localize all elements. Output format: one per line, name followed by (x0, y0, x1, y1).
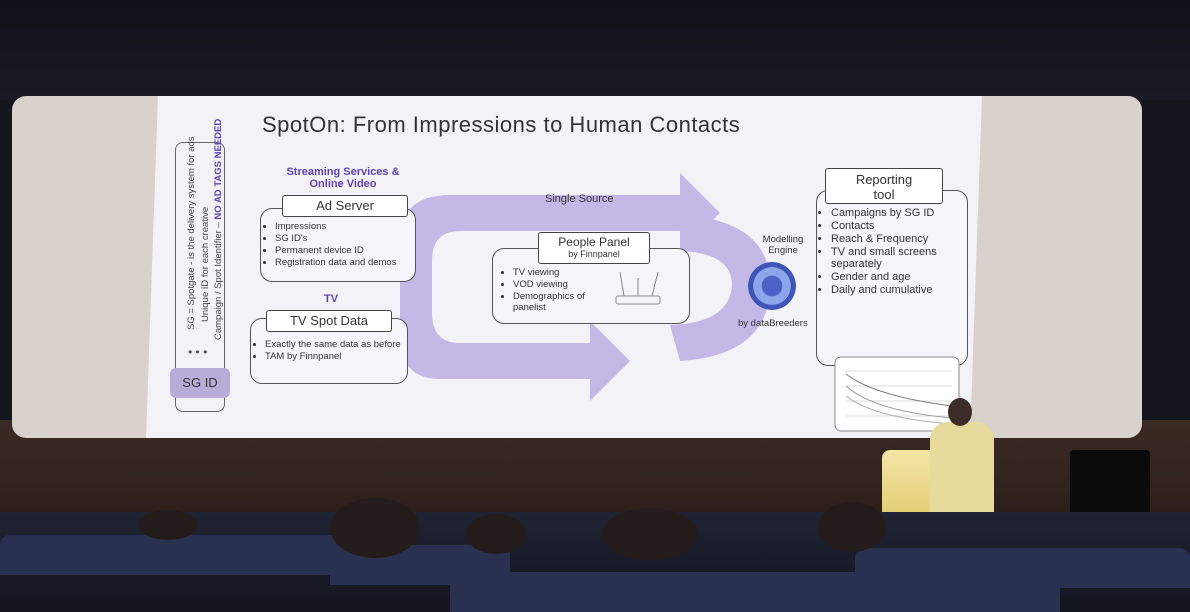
list-item: TV viewing (513, 267, 689, 278)
audience-head (138, 510, 198, 540)
list-item: TAM by Finnpanel (265, 351, 407, 362)
ceiling (0, 0, 1190, 100)
no-ad-tags-note: NO AD TAGS NEEDED (213, 118, 224, 220)
list-item: VOD viewing (513, 279, 689, 290)
ad-server-tag: Ad Server (282, 195, 408, 217)
ad-server-box: Impressions SG ID's Permanent device ID … (260, 208, 416, 282)
list-item: TV and small screens separately (831, 246, 967, 270)
list-item: Reach & Frequency (831, 233, 967, 245)
tv-spot-list: Exactly the same data as before TAM by F… (251, 339, 407, 362)
people-panel-list: TV viewing VOD viewing Demographics of p… (499, 267, 689, 313)
spotgate-line1: SG = Spotgate - is the delivery system f… (186, 136, 197, 330)
single-source-label: Single Source (545, 193, 614, 205)
seat-row (0, 535, 340, 575)
list-item: Exactly the same data as before (265, 339, 407, 350)
audience-head (602, 508, 698, 560)
tv-spot-tag: TV Spot Data (266, 310, 392, 332)
spotgate-line3: Campaign / Spot Identifier – NO AD TAGS … (213, 118, 224, 340)
reporting-box: Campaigns by SG ID Contacts Reach & Freq… (816, 190, 968, 366)
seat-row (855, 548, 1190, 588)
list-item: Impressions (275, 221, 415, 232)
list-item: Permanent device ID (275, 245, 415, 256)
audience-head (818, 502, 886, 552)
single-source-loop-arrow (400, 173, 770, 401)
presenter-head (948, 398, 972, 426)
list-item: Gender and age (831, 271, 967, 283)
audience-head (330, 498, 420, 558)
bullet-dots: • • • (188, 345, 208, 359)
slide-title: SpotOn: From Impressions to Human Contac… (262, 112, 741, 137)
sg-id-badge: SG ID (170, 368, 230, 398)
router-icon (615, 271, 661, 305)
chart-thumbnail (834, 356, 960, 432)
spotgate-box (175, 142, 225, 412)
list-item: Demographics of panelist (513, 291, 599, 313)
list-item: Campaigns by SG ID (831, 207, 967, 219)
list-item: Registration data and demos (275, 257, 415, 268)
people-panel-tag: People Panel by Finnpanel (538, 232, 650, 264)
list-item: SG ID's (275, 233, 415, 244)
audience-head (466, 514, 526, 554)
reporting-list: Campaigns by SG ID Contacts Reach & Freq… (817, 207, 967, 296)
list-item: Contacts (831, 220, 967, 232)
databreeders-label: by dataBreeders (738, 318, 808, 329)
spotgate-line2: Unique ID for each creative (200, 206, 211, 322)
streaming-heading: Streaming Services &Online Video (286, 166, 400, 190)
list-item: Daily and cumulative (831, 284, 967, 296)
ad-server-list: Impressions SG ID's Permanent device ID … (261, 221, 415, 268)
tv-heading: TV (323, 293, 339, 305)
gear-icon (748, 262, 796, 310)
